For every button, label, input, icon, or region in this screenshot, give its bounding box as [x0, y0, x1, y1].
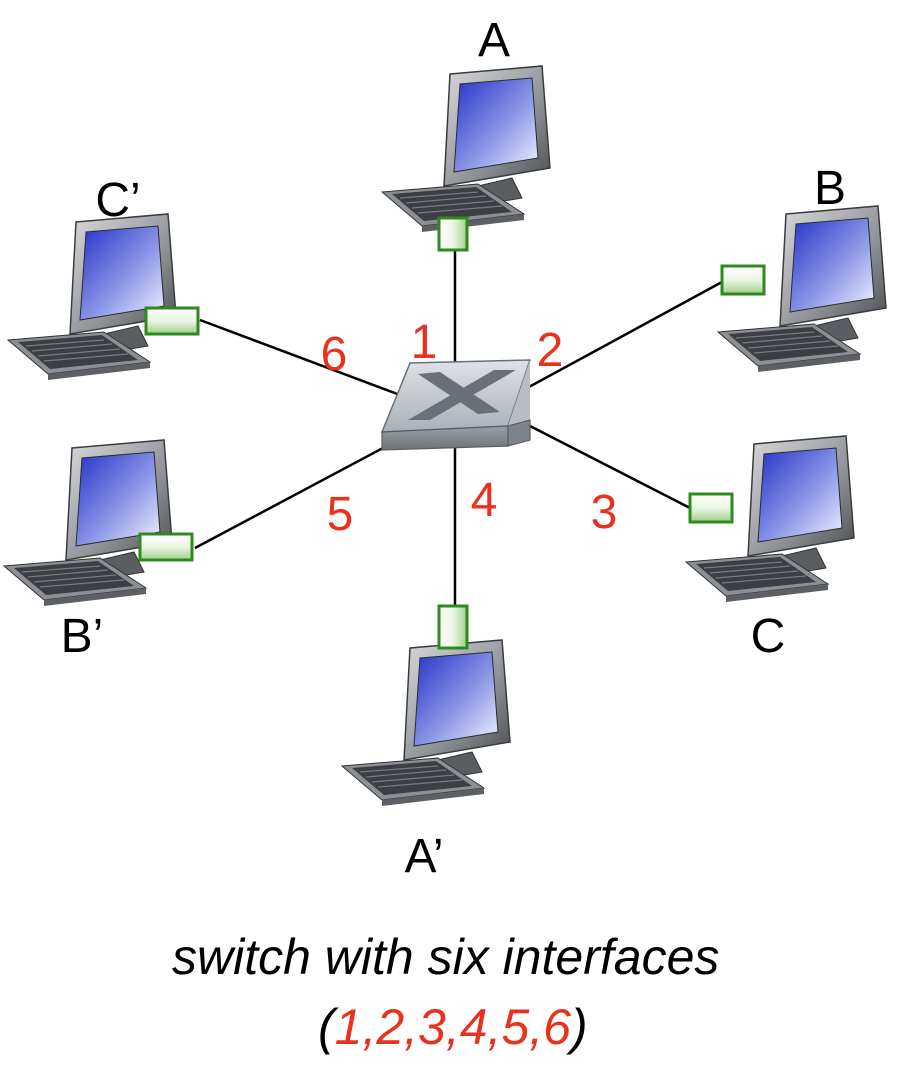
link-2: [504, 280, 723, 402]
adapter-icon: [437, 216, 469, 252]
port-label-6: 6: [321, 328, 348, 381]
host-C: C: [685, 435, 855, 663]
host-A-prime: A’: [341, 604, 511, 883]
link-6: [199, 318, 401, 397]
computer-icon: [381, 65, 551, 233]
host-B-prime: B’: [3, 439, 194, 663]
links: [194, 248, 723, 606]
host-B: B: [717, 162, 887, 373]
caption-close-paren: ): [570, 999, 588, 1055]
host-label-C-prime: C’: [95, 174, 140, 227]
computer-icon: [7, 213, 177, 381]
host-label-B-prime: B’: [61, 610, 104, 663]
port-label-1: 1: [411, 316, 438, 369]
host-label-A-prime: A’: [404, 830, 443, 883]
host-A: A: [381, 14, 551, 252]
adapter-icon: [138, 532, 194, 562]
port-label-3: 3: [591, 486, 618, 539]
adapter-icon: [437, 604, 469, 650]
link-5: [194, 438, 399, 550]
port-label-5: 5: [327, 488, 354, 541]
caption-interfaces: (1,2,3,4,5,6): [318, 995, 588, 1059]
caption-interface-numbers: 1,2,3,4,5,6: [334, 999, 571, 1055]
caption-title: switch with six interfaces: [172, 929, 720, 985]
adapter-icon: [144, 306, 200, 336]
port-label-4: 4: [471, 474, 498, 527]
switch-icon: [380, 359, 532, 451]
host-label-C: C: [751, 610, 786, 663]
adapter-icon: [688, 492, 734, 524]
port-numbers: 1 2 3 4 5 6: [321, 316, 618, 541]
computer-icon: [3, 439, 173, 607]
computer-icon: [341, 639, 511, 807]
host-label-B: B: [814, 162, 846, 215]
caption-open-paren: (: [318, 999, 335, 1055]
network-diagram: A B C A’ B’ C’ 1 2 3 4 5 6: [3, 14, 887, 883]
host-C-prime: C’: [7, 174, 200, 381]
link-3: [527, 423, 691, 510]
port-label-2: 2: [537, 324, 564, 377]
host-label-A: A: [478, 14, 510, 67]
adapter-icon: [720, 264, 766, 296]
